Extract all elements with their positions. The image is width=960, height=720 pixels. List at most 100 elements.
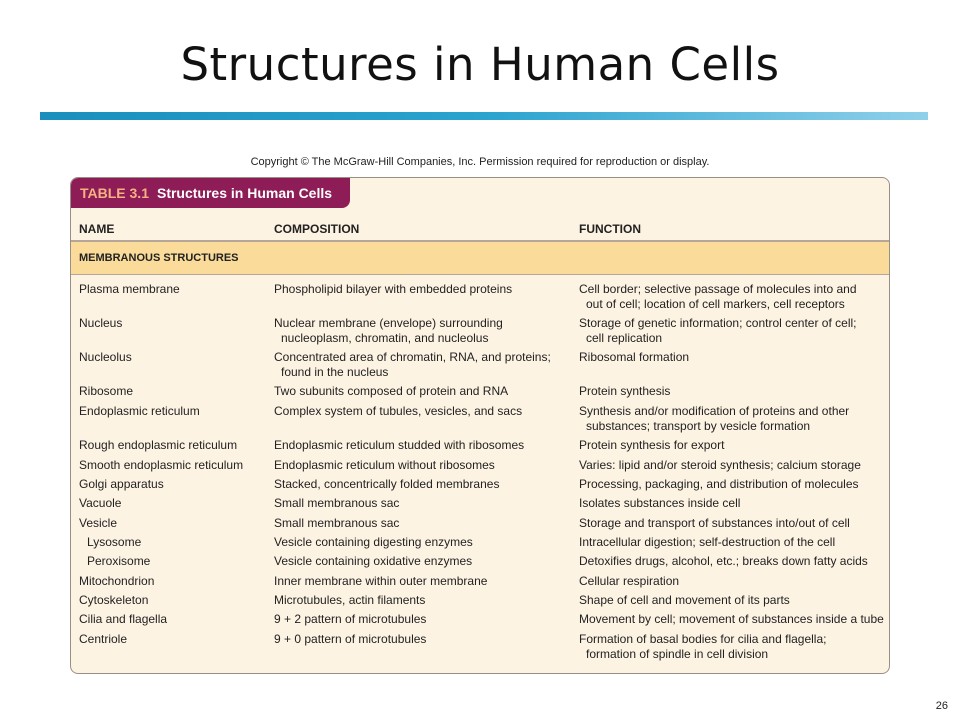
cell-composition-line: nucleoplasm, chromatin, and nucleolus [281,331,489,345]
cell-function: Isolates substances inside cell [579,496,740,511]
cell-name: Plasma membrane [79,282,180,296]
cell-function-line: Storage of genetic information; control … [579,316,857,330]
cell-composition: Complex system of tubules, vesicles, and… [274,404,522,419]
cell-function-line: formation of spindle in cell division [586,647,769,661]
cell-function: Detoxifies drugs, alcohol, etc.; breaks … [579,554,868,569]
cell-composition: Endoplasmic reticulum studded with ribos… [274,438,524,453]
cell-composition-line: Nuclear membrane (envelope) surrounding [274,316,503,330]
cell-function-line: Movement by cell; movement of substances… [579,612,884,626]
cell-function: Synthesis and/or modification of protein… [579,404,849,434]
cell-composition-line: Small membranous sac [274,516,400,530]
cell-function-line: Cell border; selective passage of molecu… [579,282,857,296]
cell-function: Movement by cell; movement of substances… [579,612,884,627]
cell-name: Endoplasmic reticulum [79,404,200,418]
cell-name: Centriole [79,632,128,646]
cell-function-line: Formation of basal bodies for cilia and … [579,632,827,646]
cell-composition-line: Small membranous sac [274,496,400,510]
cell-name: Golgi apparatus [79,477,164,491]
cell-function-line: Detoxifies drugs, alcohol, etc.; breaks … [579,554,868,568]
cell-composition-line: Stacked, concentrically folded membranes [274,477,500,491]
cell-composition: 9 + 2 pattern of microtubules [274,612,426,627]
cell-name: Mitochondrion [79,574,155,588]
cell-function: Ribosomal formation [579,350,689,365]
cell-function: Cell border; selective passage of molecu… [579,282,857,312]
cell-function: Formation of basal bodies for cilia and … [579,632,826,662]
cell-composition-line: Vesicle containing oxidative enzymes [274,554,473,568]
cell-function: Storage of genetic information; control … [579,316,856,346]
cell-name: Vacuole [79,496,122,510]
section-label: MEMBRANOUS STRUCTURES [79,252,239,264]
cell-function-line: out of cell; location of cell markers, c… [586,297,845,311]
cell-function-line: Protein synthesis [579,384,671,398]
cell-composition-line: Two subunits composed of protein and RNA [274,384,509,398]
cell-function-line: Intracellular digestion; self-destructio… [579,535,836,549]
cell-composition: Stacked, concentrically folded membranes [274,477,499,492]
cell-composition-line: Complex system of tubules, vesicles, and… [274,404,523,418]
page-number: 26 [935,700,948,712]
cell-name: Ribosome [79,384,134,398]
copyright-notice: Copyright © The McGraw-Hill Companies, I… [250,156,710,168]
cell-composition-line: 9 + 0 pattern of microtubules [274,632,427,646]
cell-function: Varies: lipid and/or steroid synthesis; … [579,458,861,473]
cell-name: Nucleus [79,316,123,330]
cell-composition: 9 + 0 pattern of microtubules [274,632,426,647]
cell-function-line: Isolates substances inside cell [579,496,741,510]
header-name: NAME [79,222,115,236]
cell-composition-line: Inner membrane within outer membrane [274,574,488,588]
cell-composition: Microtubules, actin filaments [274,593,425,608]
cell-composition: Small membranous sac [274,516,399,531]
cell-composition-line: Phospholipid bilayer with embedded prote… [274,282,513,296]
header-rule [71,240,889,242]
cell-name: Cytoskeleton [79,593,149,607]
cell-function-line: Synthesis and/or modification of protein… [579,404,850,418]
cell-function: Storage and transport of substances into… [579,516,850,531]
cell-function: Processing, packaging, and distribution … [579,477,859,492]
cell-name: Lysosome [87,535,142,549]
table-number: TABLE 3.1 [80,185,149,201]
cell-composition-line: Vesicle containing digesting enzymes [274,535,473,549]
cell-composition: Vesicle containing digesting enzymes [274,535,473,550]
cell-composition: Concentrated area of chromatin, RNA, and… [274,350,551,380]
cell-name: Smooth endoplasmic reticulum [79,458,244,472]
cell-function-line: Storage and transport of substances into… [579,516,850,530]
cell-function-line: Processing, packaging, and distribution … [579,477,859,491]
cell-composition-line: 9 + 2 pattern of microtubules [274,612,427,626]
cell-name: Peroxisome [87,554,151,568]
cell-name: Nucleolus [79,350,132,364]
cell-function: Shape of cell and movement of its parts [579,593,790,608]
cell-composition: Inner membrane within outer membrane [274,574,487,589]
cell-function-line: substances; transport by vesicle formati… [586,419,811,433]
cell-function: Protein synthesis [579,384,670,399]
cell-function-line: Shape of cell and movement of its parts [579,593,790,607]
cell-composition: Two subunits composed of protein and RNA [274,384,508,399]
cell-function-line: cell replication [586,331,663,345]
cell-composition-line: Microtubules, actin filaments [274,593,426,607]
cell-function: Intracellular digestion; self-destructio… [579,535,835,550]
cell-function-line: Ribosomal formation [579,350,690,364]
cell-function-line: Varies: lipid and/or steroid synthesis; … [579,458,861,472]
cell-composition: Phospholipid bilayer with embedded prote… [274,282,512,297]
title-divider [40,112,928,120]
cell-composition-line: found in the nucleus [281,365,389,379]
header-composition: COMPOSITION [274,222,360,236]
cell-composition-line: Endoplasmic reticulum studded with ribos… [274,438,525,452]
cell-name: Cilia and flagella [79,612,168,626]
section-band: MEMBRANOUS STRUCTURES [71,242,889,275]
cell-function: Protein synthesis for export [579,438,724,453]
header-function: FUNCTION [579,222,641,236]
table-caption-tab: TABLE 3.1 Structures in Human Cells [71,178,350,208]
cell-composition-line: Endoplasmic reticulum without ribosomes [274,458,495,472]
cell-composition: Small membranous sac [274,496,399,511]
table-title: Structures in Human Cells [156,185,333,201]
slide-title: Structures in Human Cells [180,38,780,91]
table-panel: TABLE 3.1 Structures in Human Cells NAME… [70,177,890,674]
cell-function: Cellular respiration [579,574,679,589]
cell-function-line: Protein synthesis for export [579,438,725,452]
cell-name: Vesicle [79,516,118,530]
cell-name: Rough endoplasmic reticulum [79,438,238,452]
cell-composition-line: Concentrated area of chromatin, RNA, and… [274,350,551,364]
cell-function-line: Cellular respiration [579,574,680,588]
cell-composition: Vesicle containing oxidative enzymes [274,554,472,569]
cell-composition: Endoplasmic reticulum without ribosomes [274,458,495,473]
